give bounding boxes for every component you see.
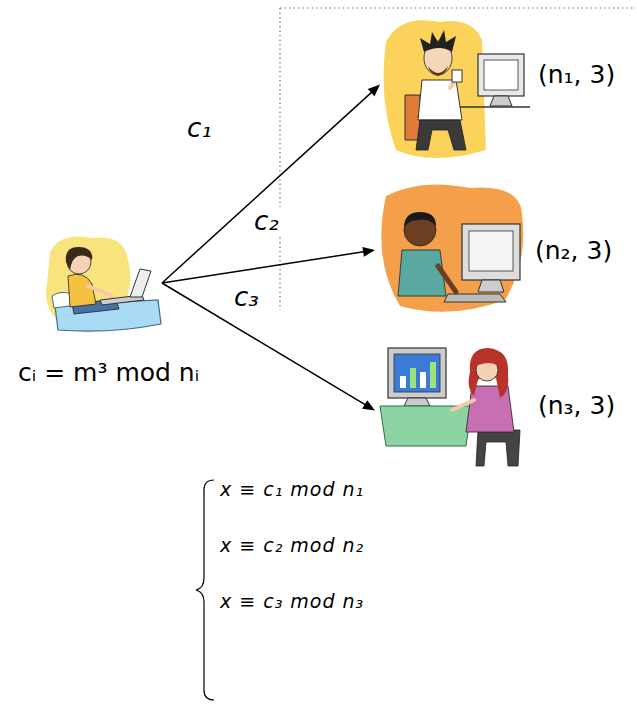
illustration-part: [404, 212, 436, 228]
illustration-part: [452, 70, 462, 82]
illustration-part: [130, 269, 151, 297]
message-arrow: [162, 85, 380, 283]
illustration-part: [68, 274, 96, 307]
recipient-figure: [384, 20, 530, 158]
illustration-part: [476, 356, 498, 366]
illustration-part: [462, 224, 520, 280]
illustration-part: [88, 286, 112, 296]
illustration-part: [420, 30, 456, 52]
recipient-node: (n₃, 3): [375, 335, 530, 470]
illustration-part: [380, 406, 472, 446]
congruence-equation: x ≡ c₃ mod n₃: [218, 591, 366, 612]
arrowhead: [368, 85, 380, 97]
arrow-line: [162, 283, 366, 405]
illustration-part: [478, 54, 524, 96]
illustration-part: [476, 430, 520, 466]
illustration-part: [484, 60, 518, 90]
illustration-part: [381, 184, 523, 311]
public-key-label: (n₂, 3): [535, 237, 612, 265]
illustration-part: [455, 106, 530, 108]
arrowhead: [362, 247, 375, 257]
illustration-part: [438, 266, 456, 292]
illustration-part: [428, 66, 448, 76]
ciphertext-label: c₃: [232, 283, 261, 312]
illustration-part: [404, 398, 430, 406]
illustration-part: [490, 96, 512, 106]
recipient-node: (n₁, 3): [380, 15, 530, 160]
recipient-node: (n₂, 3): [375, 180, 525, 320]
illustration-part: [452, 400, 474, 410]
congruence-equation: x ≡ c₂ mod n₂: [218, 535, 366, 556]
encryption-formula: cᵢ = m³ mod nᵢ: [18, 359, 199, 387]
illustration-part: [469, 348, 509, 398]
arrow-line: [162, 91, 373, 283]
illustration-part: [444, 294, 506, 302]
illustration-part: [400, 376, 406, 388]
ciphertext-label: c₂: [252, 207, 281, 236]
sender-node: cᵢ = m³ mod nᵢ: [45, 235, 162, 335]
public-key-label: (n₁, 3): [538, 61, 615, 89]
illustration-part: [66, 247, 92, 270]
illustration-part: [410, 368, 416, 388]
brace: [196, 480, 214, 700]
recipient-figure: [380, 348, 520, 466]
sender-figure: [46, 237, 161, 332]
illustration-part: [384, 20, 486, 158]
illustration-part: [394, 354, 440, 392]
congruence-equation: x ≡ c₁ mod n₁: [218, 479, 366, 500]
illustration-part: [418, 80, 462, 120]
illustration-part: [416, 120, 466, 150]
message-arrow: [162, 283, 375, 411]
arrow-line: [162, 252, 365, 283]
illustration-part: [388, 348, 446, 398]
illustration-part: [430, 362, 436, 388]
ciphertext-label: c₁: [185, 114, 214, 143]
recipient-figure: [381, 184, 523, 311]
illustration-part: [478, 280, 504, 292]
arrowhead: [362, 400, 375, 410]
message-arrow: [162, 247, 375, 283]
public-key-label: (n₃, 3): [538, 392, 615, 420]
illustration-part: [469, 231, 513, 271]
illustration-part: [398, 250, 446, 296]
illustration-part: [420, 372, 426, 388]
